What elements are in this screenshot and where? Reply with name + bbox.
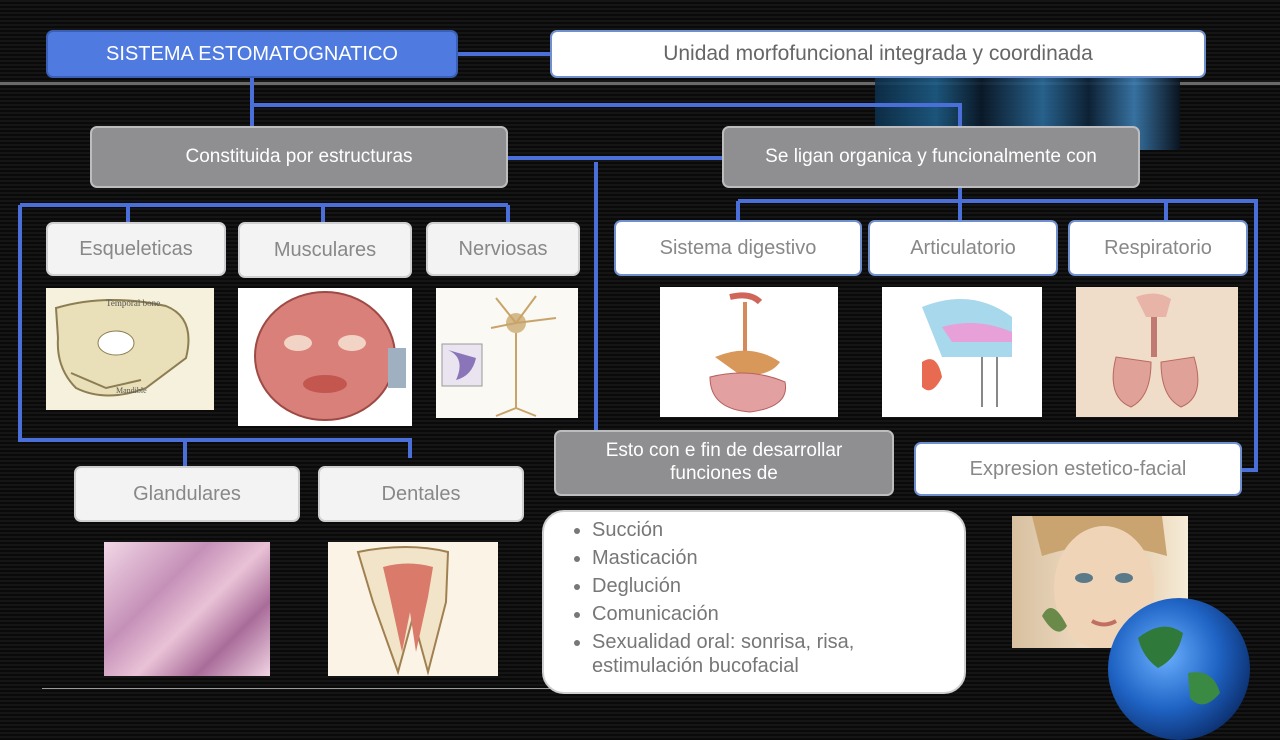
se-ligan-box: Se ligan organica y funcionalmente con [722,126,1140,188]
connector-lines [18,52,1258,472]
header-rule [0,82,1280,85]
sistema-digestivo-box: Sistema digestivo [614,220,862,276]
articulatorio-box: Articulatorio [868,220,1058,276]
face-photo-image [1012,516,1188,648]
expresion-box: Expresion estetico-facial [914,442,1242,496]
globe-decoration [1108,598,1250,740]
nerviosas-box: Nerviosas [426,222,580,276]
skull-label-mandible: Mandible [116,386,147,395]
digestive-system-image [660,287,838,417]
glandulares-box: Glandulares [74,466,300,522]
funcion-item: Masticación [592,546,964,570]
definition-box: Unidad morfofuncional integrada y coordi… [550,30,1206,78]
title-box: SISTEMA ESTOMATOGNATICO [46,30,458,78]
funcion-item: Comunicación [592,602,964,626]
esto-con-box: Esto con e fin de desarrollar funciones … [554,430,894,496]
articulatory-image [882,287,1042,417]
glandular-tissue-image [104,542,270,676]
esqueleticas-box: Esqueleticas [46,222,226,276]
funcion-item: Sexualidad oral: sonrisa, risa, estimula… [592,630,964,678]
skull-label-temporal: Temporal bone [106,298,160,308]
footer-rule [42,688,562,689]
respiratorio-box: Respiratorio [1068,220,1248,276]
facial-muscles-image [238,288,412,426]
constituida-box: Constituida por estructuras [90,126,508,188]
funcion-item: Succión [592,518,964,542]
funciones-list: Succión Masticación Deglución Comunicaci… [542,510,966,694]
skull-image: Temporal bone Mandible [46,288,214,410]
funcion-item: Deglución [592,574,964,598]
tooth-image [328,542,498,676]
dentales-box: Dentales [318,466,524,522]
respiratory-image [1076,287,1238,417]
musculares-box: Musculares [238,222,412,278]
neuron-image [436,288,578,418]
